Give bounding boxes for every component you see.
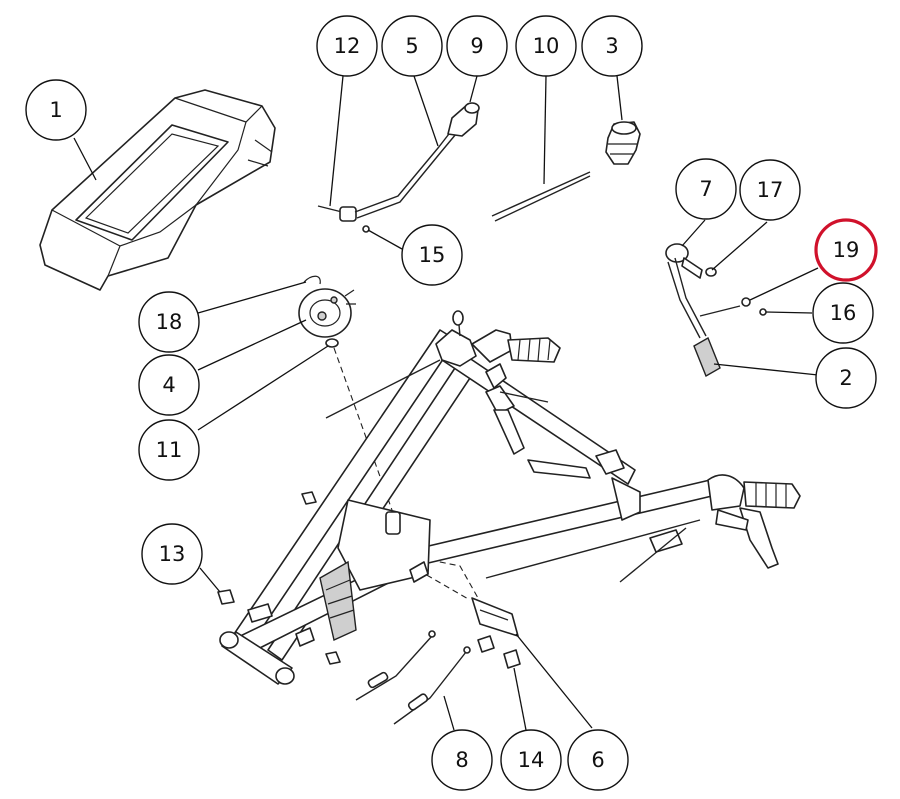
callout-label: 6 (591, 748, 604, 772)
callout-label: 16 (830, 301, 857, 325)
callout-7: 7 (675, 158, 737, 220)
callout-label: 15 (419, 243, 446, 267)
callout-label: 8 (455, 748, 468, 772)
callout-10: 10 (515, 15, 577, 77)
callout-label: 17 (757, 178, 784, 202)
part-13-nut-3 (325, 651, 341, 665)
callout-15: 15 (401, 224, 463, 286)
callout-5: 5 (381, 15, 443, 77)
callout-label: 19 (833, 238, 860, 262)
callout-3: 3 (581, 15, 643, 77)
part-8-cables (355, 630, 471, 725)
callout-label: 14 (518, 748, 545, 772)
handle-upper (325, 310, 641, 521)
callout-label: 4 (162, 373, 175, 397)
part-6-bracket (471, 597, 519, 637)
callout-1: 1 (25, 79, 87, 141)
callout-16: 16 (812, 282, 874, 344)
callout-label: 7 (699, 177, 712, 201)
handle-right (485, 474, 801, 583)
callout-4: 4 (138, 354, 200, 416)
callout-label: 1 (49, 98, 62, 122)
part-1-cover (39, 89, 276, 291)
callout-19: 19 (814, 218, 878, 282)
callout-8: 8 (431, 729, 493, 791)
callout-label: 10 (533, 34, 560, 58)
part-13-nut (217, 589, 235, 605)
part-5-shift-rod (317, 102, 480, 233)
callout-13: 13 (141, 523, 203, 585)
callout-label: 3 (605, 34, 618, 58)
part-4-hub-plate (298, 275, 356, 348)
leader-lines (73, 75, 819, 731)
callout-18: 18 (138, 291, 200, 353)
callout-label: 18 (156, 310, 183, 334)
callout-11: 11 (138, 419, 200, 481)
callout-12: 12 (316, 15, 378, 77)
part-13-nut-2 (301, 491, 317, 505)
part-14-nuts (477, 635, 521, 669)
callout-17: 17 (739, 159, 801, 221)
part-10-wire (491, 171, 591, 217)
callout-6: 6 (567, 729, 629, 791)
callout-label: 9 (470, 34, 483, 58)
callout-label: 12 (334, 34, 361, 58)
callout-label: 5 (405, 34, 418, 58)
callout-2: 2 (815, 347, 877, 409)
callout-9: 9 (446, 15, 508, 77)
part-7-lever-assembly (665, 243, 767, 378)
callout-label: 11 (156, 438, 183, 462)
part-3-knob (605, 121, 641, 165)
callout-14: 14 (500, 729, 562, 791)
callout-label: 2 (839, 366, 852, 390)
callout-label: 13 (159, 542, 186, 566)
highlight-ring (814, 218, 878, 282)
part-10-wire-2 (494, 175, 591, 222)
